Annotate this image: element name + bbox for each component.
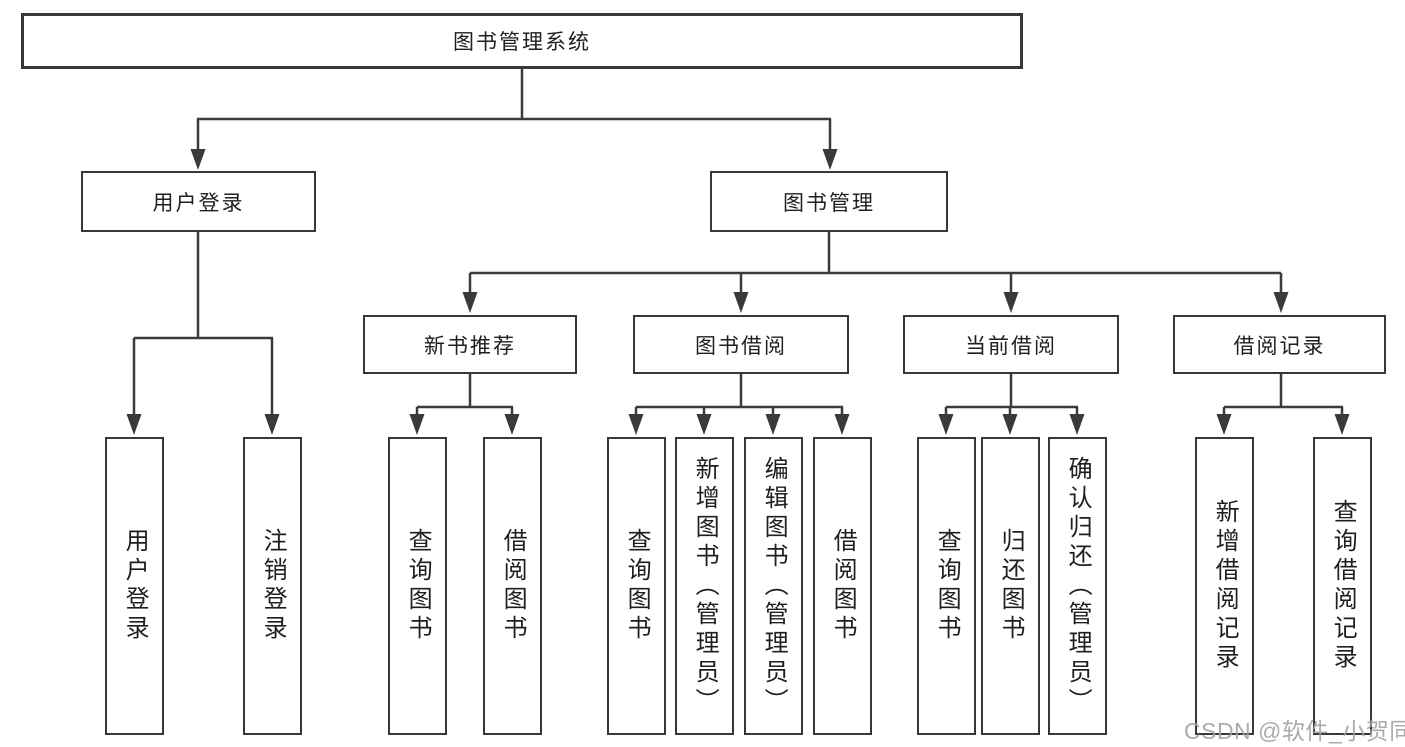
node-label: 查询图书 bbox=[623, 528, 651, 644]
node-label: 图书借阅 bbox=[695, 334, 787, 358]
node-label: 用户登录 bbox=[121, 528, 149, 644]
node-label: 归还图书 bbox=[997, 528, 1025, 644]
leaf-borrow-edit-books-admin: 编辑图书（管理员） bbox=[744, 437, 803, 735]
leaf-logout-login: 注销登录 bbox=[243, 437, 302, 735]
leaf-records-add-borrow-record: 新增借阅记录 bbox=[1195, 437, 1254, 735]
node-label: 用户登录 bbox=[152, 191, 245, 215]
node-label: 确认归还（管理员） bbox=[1064, 455, 1092, 717]
leaf-current-confirm-return-admin: 确认归还（管理员） bbox=[1048, 437, 1107, 735]
node-book-borrowing: 图书借阅 bbox=[633, 315, 849, 374]
node-label: 图书管理 bbox=[783, 191, 875, 215]
node-label: 借阅记录 bbox=[1233, 334, 1326, 358]
leaf-current-return-books: 归还图书 bbox=[981, 437, 1040, 735]
node-user-login: 用户登录 bbox=[81, 171, 316, 232]
node-label: 借阅图书 bbox=[499, 528, 527, 644]
node-library-management-system: 图书管理系统 bbox=[21, 13, 1023, 69]
node-label: 查询借阅记录 bbox=[1329, 499, 1357, 673]
arrowheads bbox=[126, 149, 1350, 435]
leaf-current-query-books: 查询图书 bbox=[917, 437, 976, 735]
node-label: 新增借阅记录 bbox=[1211, 499, 1239, 673]
node-borrowing-records: 借阅记录 bbox=[1173, 315, 1386, 374]
node-label: 借阅图书 bbox=[829, 528, 857, 644]
node-label: 新增图书（管理员） bbox=[691, 455, 719, 717]
leaf-user-login: 用户登录 bbox=[105, 437, 164, 735]
leaf-borrow-add-books-admin: 新增图书（管理员） bbox=[675, 437, 734, 735]
csdn-watermark: CSDN @软件_小贺同学 bbox=[1184, 718, 1405, 744]
leaf-records-query-borrow-record: 查询借阅记录 bbox=[1313, 437, 1372, 735]
leaf-newbooks-borrow-books: 借阅图书 bbox=[483, 437, 542, 735]
node-book-management: 图书管理 bbox=[710, 171, 948, 232]
node-label: 图书管理系统 bbox=[453, 31, 591, 54]
node-label: 编辑图书（管理员） bbox=[760, 455, 788, 717]
leaf-borrow-query-books: 查询图书 bbox=[607, 437, 666, 735]
node-label: 注销登录 bbox=[259, 528, 287, 644]
node-current-borrowing: 当前借阅 bbox=[903, 315, 1119, 374]
node-label: 新书推荐 bbox=[424, 334, 516, 358]
node-new-book-recommendation: 新书推荐 bbox=[363, 315, 577, 374]
node-label: 查询图书 bbox=[404, 528, 432, 644]
node-label: 查询图书 bbox=[933, 528, 961, 644]
leaf-borrow-borrow-books: 借阅图书 bbox=[813, 437, 872, 735]
node-label: 当前借阅 bbox=[965, 334, 1057, 358]
leaf-newbooks-query-books: 查询图书 bbox=[388, 437, 447, 735]
